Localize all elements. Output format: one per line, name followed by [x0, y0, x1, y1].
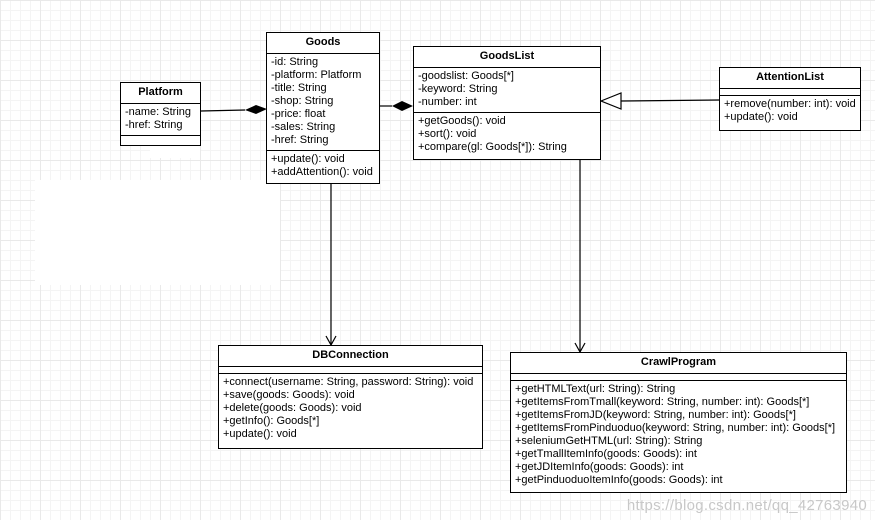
class-name: AttentionList [720, 68, 860, 89]
class-name: Goods [267, 33, 379, 54]
generalization-triangle [599, 92, 622, 110]
operation-row: +delete(goods: Goods): void [223, 402, 362, 414]
operation-row: +getTmallItemInfo(goods: Goods): int [515, 448, 697, 460]
edge-attentionlist-goodslist [620, 99, 720, 102]
attribute-row: -title: String [271, 82, 327, 94]
class-name: GoodsList [414, 47, 600, 68]
attributes-compartment: -id: String-platform: Platform-title: St… [267, 54, 379, 151]
operation-row: +addAttention(): void [271, 166, 373, 178]
operations-compartment: +remove(number: int): void+update(): voi… [720, 96, 860, 127]
attribute-row: -number: int [418, 96, 477, 108]
attribute-row: -href: String [125, 119, 183, 131]
background-patch [150, 142, 200, 158]
operation-row: +update(): void [724, 111, 798, 123]
attributes-compartment: -goodslist: Goods[*]-keyword: String-num… [414, 68, 600, 113]
operation-row: +getInfo(): Goods[*] [223, 415, 320, 427]
operation-row: +getHTMLText(url: String): String [515, 383, 676, 395]
operation-row: +getItemsFromPinduoduo(keyword: String, … [515, 422, 836, 434]
attribute-row: -sales: String [271, 121, 336, 133]
operation-row: +getPinduoduoItemInfo(goods: Goods): int [515, 474, 723, 486]
operations-compartment: +update(): void+addAttention(): void [267, 151, 379, 182]
watermark-text: https://blog.csdn.net/qq_42763940 [626, 497, 867, 514]
operation-row: +update(): void [271, 153, 345, 165]
attribute-row: -keyword: String [418, 83, 498, 95]
attribute-row: -href: String [271, 134, 329, 146]
operation-row: +getGoods(): void [418, 115, 506, 127]
class-platform[interactable]: Platform-name: String-href: String [120, 82, 201, 146]
class-name: CrawlProgram [511, 353, 846, 374]
class-name: DBConnection [219, 346, 482, 367]
attributes-compartment [511, 374, 846, 381]
class-goods[interactable]: Goods-id: String-platform: Platform-titl… [266, 32, 380, 184]
composition-diamond [392, 101, 413, 111]
attribute-row: -shop: String [271, 95, 334, 107]
class-crawlprogram[interactable]: CrawlProgram +getHTMLText(url: String): S… [510, 352, 847, 493]
attribute-row: -goodslist: Goods[*] [418, 70, 514, 82]
operation-row: +compare(gl: Goods[*]): String [418, 141, 567, 153]
operation-row: +update(): void [223, 428, 297, 440]
attribute-row: -id: String [271, 56, 319, 68]
operations-compartment [121, 136, 200, 150]
attributes-compartment: -name: String-href: String [121, 104, 200, 136]
operation-row: +getItemsFromTmall(keyword: String, numb… [515, 396, 810, 408]
operation-row: +remove(number: int): void [724, 98, 856, 110]
class-attentionlist[interactable]: AttentionList +remove(number: int): void+… [719, 67, 861, 131]
operations-compartment: +getHTMLText(url: String): String+getIte… [511, 381, 846, 490]
operation-row: +connect(username: String, password: Str… [223, 376, 474, 388]
attributes-compartment [720, 89, 860, 96]
attribute-row: -name: String [125, 106, 192, 118]
edge-platform-goods [200, 109, 246, 112]
operation-row: +getItemsFromJD(keyword: String, number:… [515, 409, 796, 421]
class-dbconnection[interactable]: DBConnection +connect(username: String, p… [218, 345, 483, 449]
composition-diamond [245, 105, 267, 114]
operation-row: +getJDItemInfo(goods: Goods): int [515, 461, 684, 473]
attribute-row: -platform: Platform [271, 69, 362, 81]
background-patch [35, 180, 280, 285]
operation-row: +save(goods: Goods): void [223, 389, 355, 401]
operations-compartment: +connect(username: String, password: Str… [219, 374, 482, 444]
operation-row: +seleniumGetHTML(url: String): String [515, 435, 703, 447]
operations-compartment: +getGoods(): void+sort(): void+compare(g… [414, 113, 600, 157]
class-name: Platform [121, 83, 200, 104]
class-goodslist[interactable]: GoodsList-goodslist: Goods[*]-keyword: S… [413, 46, 601, 160]
attribute-row: -price: float [271, 108, 326, 120]
attributes-compartment [219, 367, 482, 374]
operation-row: +sort(): void [418, 128, 477, 140]
